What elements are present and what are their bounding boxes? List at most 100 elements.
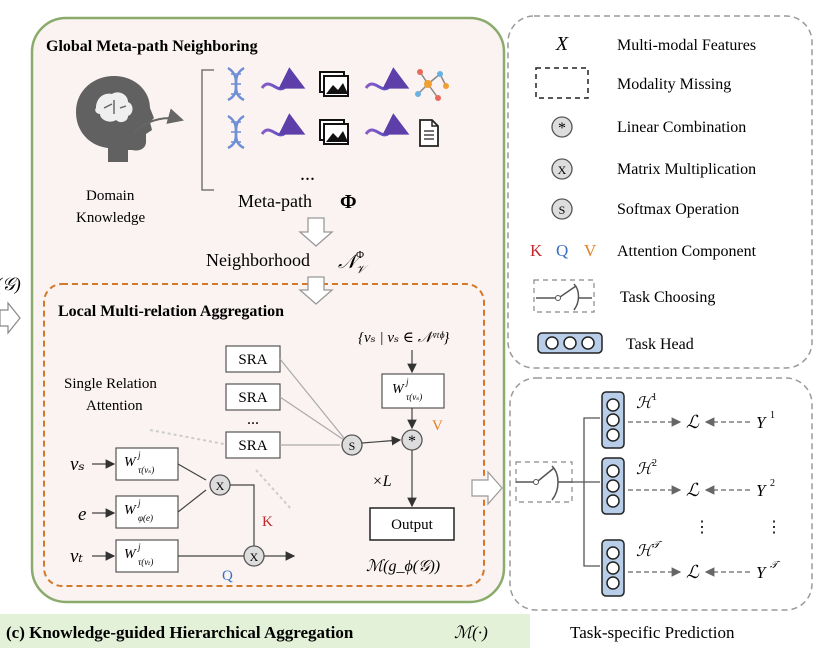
ht-sup: 𝒯 — [652, 540, 663, 551]
connector — [230, 484, 255, 546]
zoom-line — [149, 429, 225, 445]
ht-symbol: ℋ — [636, 543, 654, 560]
w-right-box — [381, 373, 445, 409]
yt-sup: 𝒯 — [770, 560, 781, 571]
w-vt-main: W — [124, 547, 137, 562]
v-label: V — [432, 418, 443, 434]
caption-text: (c) Knowledge-guided Hierarchical Aggreg… — [6, 623, 354, 642]
q-label: Q — [222, 568, 233, 584]
legend-label-features: Multi-modal Features — [617, 37, 756, 54]
domain-label: Domain — [86, 188, 135, 204]
dna-icon — [227, 66, 245, 102]
w-right-main: W — [392, 382, 405, 397]
w-vs-main: W — [124, 455, 137, 470]
softmax-node — [341, 434, 363, 456]
legend-dashed-box — [535, 67, 589, 99]
vdots-loss: ⋮ — [694, 519, 710, 536]
w-right-sup: j — [405, 377, 409, 387]
legend-s-symbol: S — [559, 203, 566, 217]
w-e-sup: j — [137, 498, 141, 508]
sra-box — [225, 345, 281, 373]
connector — [279, 358, 345, 439]
w-vt-box — [115, 539, 179, 573]
document-icon — [419, 119, 439, 147]
legend-panel — [507, 15, 813, 369]
times-l: ×L — [372, 473, 392, 490]
prediction-caption: Task-specific Prediction — [570, 623, 735, 642]
image-icon — [319, 71, 349, 97]
vdots-y: ⋮ — [766, 519, 782, 536]
output-label: Output — [391, 517, 434, 533]
legend-label-matrix: Matrix Multiplication — [617, 161, 756, 178]
hollow-down-arrow — [298, 217, 334, 247]
legend-x-node — [551, 158, 573, 180]
h2-sup: 2 — [652, 458, 657, 469]
loss-1: ℒ — [686, 412, 700, 432]
w-e-main: W — [124, 503, 137, 518]
legend-switch-icon — [533, 279, 595, 313]
w-vs-sup: j — [137, 450, 141, 460]
curved-arrow — [133, 108, 184, 133]
legend-x-symbol: X — [558, 163, 567, 177]
sra-label: SRA — [238, 352, 267, 368]
metapath-bracket — [201, 69, 214, 191]
metapath-symbol: Φ — [340, 191, 357, 213]
w-e-sub: φ(e) — [138, 513, 153, 523]
w-vs-sub: τ(vₛ) — [138, 465, 154, 475]
h1-sup: 1 — [652, 392, 657, 403]
x-symbol: X — [216, 479, 225, 493]
brain-head-icon — [76, 76, 154, 162]
wave-arrow — [260, 113, 306, 137]
h1-symbol: ℋ — [636, 395, 654, 412]
image-icon — [319, 119, 349, 145]
connector — [177, 489, 207, 513]
task-head — [601, 391, 625, 449]
caption-math: ℳ(·) — [454, 623, 488, 642]
wave-arrow — [364, 67, 410, 91]
task-head — [601, 457, 625, 515]
legend-task-head-icon — [537, 332, 603, 354]
star-symbol: * — [408, 433, 416, 450]
set-notation: {vₛ | vₛ ∈ 𝒩ᵛᵗᶲ} — [358, 330, 449, 346]
legend-label-softmax: Softmax Operation — [617, 201, 739, 218]
legend-label-head: Task Head — [626, 336, 694, 353]
left-hollow-arrow — [0, 301, 21, 335]
global-title: Global Meta-path Neighboring — [46, 38, 258, 55]
hollow-down-arrow — [298, 276, 334, 305]
y2-symbol: Y — [756, 481, 767, 500]
sra-ellipsis: ... — [247, 411, 259, 428]
knowledge-label: Knowledge — [76, 210, 145, 226]
neighborhood-label: Neighborhood — [206, 250, 310, 270]
legend-star-node — [551, 116, 573, 138]
metapath-ellipsis: ... — [300, 163, 315, 185]
hollow-right-arrow — [471, 470, 503, 506]
local-title: Local Multi-relation Aggregation — [58, 303, 284, 320]
zoom-line — [255, 469, 293, 511]
neighborhood-sup: Φ — [356, 249, 364, 261]
w-right-sub: τ(vₛ) — [406, 392, 422, 402]
x-symbol: X — [250, 550, 259, 564]
caption-band — [0, 614, 530, 648]
y1-sup: 1 — [770, 410, 775, 421]
arrow — [361, 435, 402, 446]
legend-symbol-x: X — [555, 33, 569, 55]
loss-2: ℒ — [686, 480, 700, 500]
neighborhood-symbol: 𝒩 — [338, 252, 362, 273]
legend-label-missing: Modality Missing — [617, 76, 731, 93]
w-vt-sup: j — [137, 542, 141, 552]
legend-star-symbol: * — [558, 120, 566, 137]
y1-symbol: Y — [756, 413, 767, 432]
legend-q: Q — [556, 241, 568, 260]
wave-arrow — [364, 113, 410, 137]
legend-v: V — [584, 241, 597, 260]
legend-label-choosing: Task Choosing — [620, 289, 715, 306]
prediction-panel — [509, 377, 813, 611]
connector — [177, 463, 207, 481]
task-head — [601, 539, 625, 597]
sra-box — [225, 431, 281, 459]
sra-label: SRA — [238, 438, 267, 454]
h2-symbol: ℋ — [636, 461, 654, 478]
input-e: e — [78, 504, 86, 525]
k-label: K — [262, 514, 273, 530]
